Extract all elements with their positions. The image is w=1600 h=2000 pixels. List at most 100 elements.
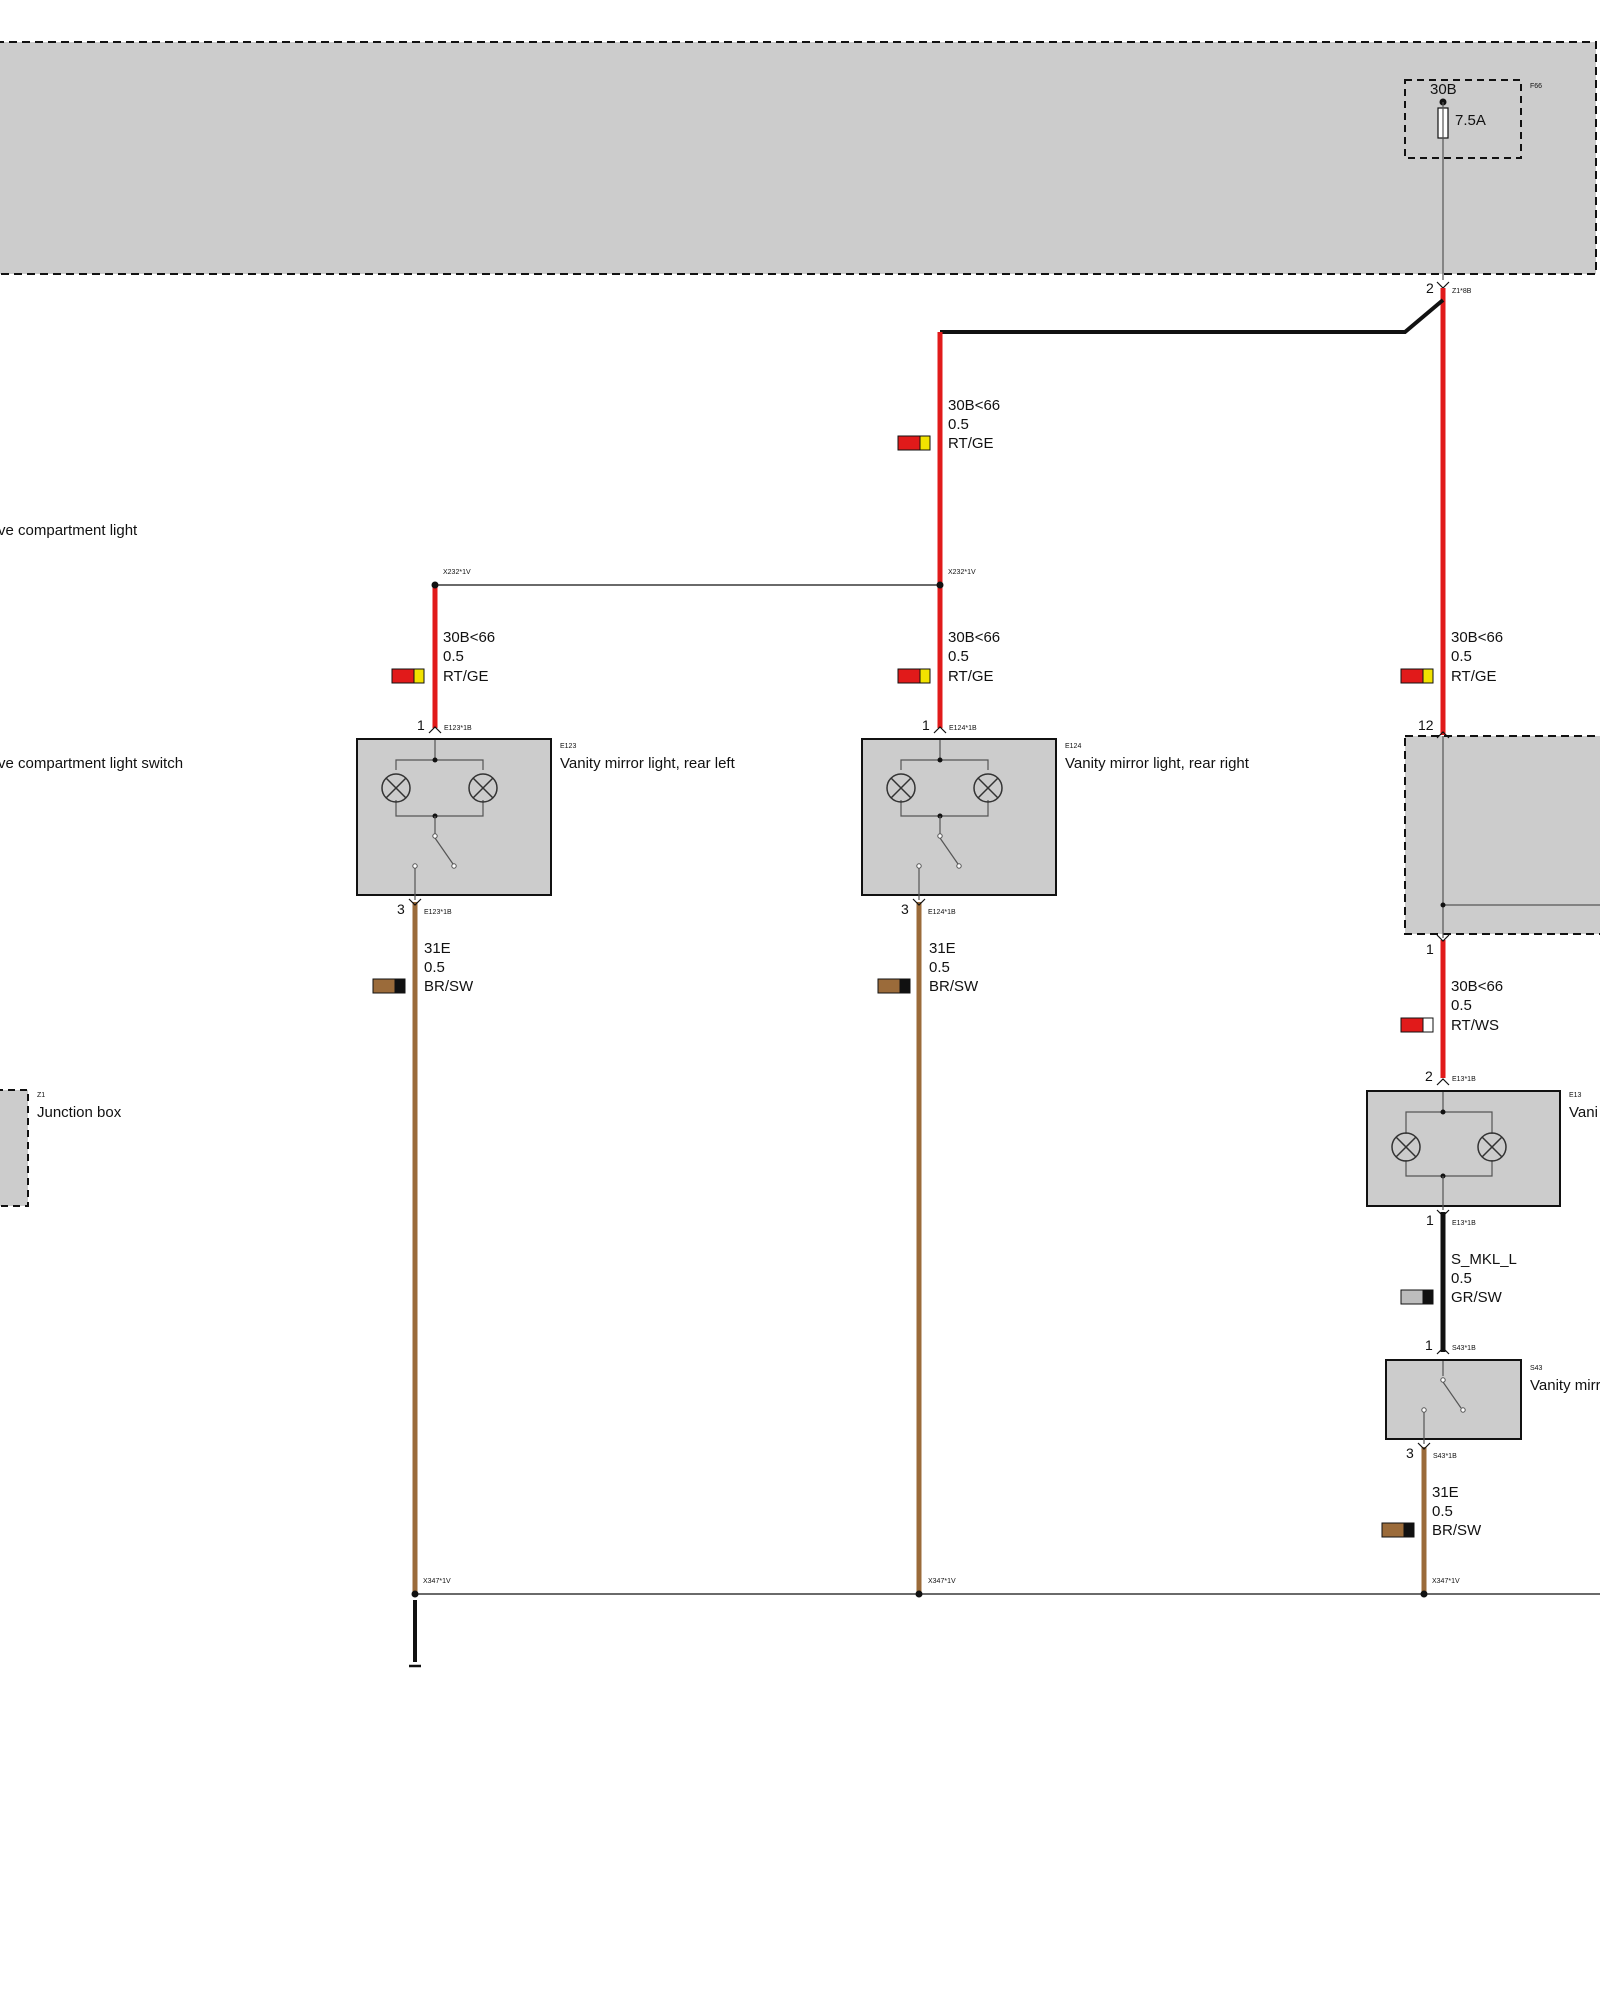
- lamp-icon: [381, 773, 411, 803]
- svg-text:BR/SW: BR/SW: [424, 978, 474, 995]
- svg-text:BR/SW: BR/SW: [929, 978, 979, 995]
- fuse-housing: [1404, 79, 1522, 159]
- svg-text:0.5: 0.5: [929, 959, 950, 976]
- s43-tag: S43: [1530, 1365, 1543, 1372]
- e124-name: Vanity mirror light, rear right: [1065, 755, 1250, 772]
- e13-conn-top: E13*1B: [1452, 1076, 1476, 1083]
- splice-bottom-b-label: X347*1V: [928, 1578, 956, 1585]
- e123-pin-top: 1: [417, 717, 425, 733]
- label-left-branch: 30B<66 0.5 RT/GE: [443, 629, 495, 685]
- svg-text:31E: 31E: [929, 940, 956, 957]
- svg-text:0.5: 0.5: [1451, 997, 1472, 1014]
- swatch-left-branch: [391, 668, 425, 684]
- svg-text:0.5: 0.5: [1451, 648, 1472, 665]
- e123-pin-bottom: 3: [397, 901, 405, 917]
- lamp-icon: [1391, 1132, 1421, 1162]
- svg-text:30B<66: 30B<66: [1451, 978, 1503, 995]
- svg-text:RT/GE: RT/GE: [443, 668, 489, 685]
- s43-pin-top: 1: [1425, 1337, 1433, 1353]
- e124-tag: E124: [1065, 743, 1081, 750]
- glove-switch-label: ve compartment light switch: [0, 755, 183, 772]
- e13-pin-top-chevron: [1436, 1078, 1450, 1086]
- label-right-ground: 31E 0.5 BR/SW: [929, 940, 979, 995]
- junction-box-housing: [0, 41, 1597, 275]
- jb-pin-chevron: [1436, 281, 1450, 289]
- svg-text:BR/SW: BR/SW: [1432, 1522, 1482, 1539]
- splice-dot-bottom-c: [1420, 1590, 1428, 1598]
- e124-pin-top: 1: [922, 717, 930, 733]
- right-module: [1404, 735, 1600, 938]
- splice-dot-top-left: [431, 581, 439, 589]
- s43-conn-top: S43*1B: [1452, 1345, 1476, 1352]
- e123-conn-top: E123*1B: [444, 725, 472, 732]
- label-feed: 30B<66 0.5 RT/GE: [948, 397, 1000, 452]
- e124-pin-bottom-chevron: [912, 898, 926, 906]
- e123-tag: E123: [560, 743, 576, 750]
- e123-pin-top-chevron: [428, 726, 442, 734]
- swatch-right-ground: [877, 978, 911, 994]
- swatch-right-branch: [897, 668, 931, 684]
- component-e124: [861, 738, 1057, 900]
- svg-text:0.5: 0.5: [443, 648, 464, 665]
- lamp-icon: [468, 773, 498, 803]
- swatch-switch-ground: [1381, 1522, 1415, 1538]
- e124-conn-top: E124*1B: [949, 725, 977, 732]
- svg-text:31E: 31E: [1432, 1484, 1459, 1501]
- e124-conn-bottom: E124*1B: [928, 909, 956, 916]
- e123-name: Vanity mirror light, rear left: [560, 755, 736, 772]
- label-far-right-upper: 30B<66 0.5 RT/GE: [1451, 629, 1503, 685]
- e13-conn-bottom: E13*1B: [1452, 1220, 1476, 1227]
- svg-text:0.5: 0.5: [948, 416, 969, 433]
- lamp-icon: [973, 773, 1003, 803]
- s43-name: Vanity mirr: [1530, 1377, 1600, 1394]
- fuse-terminal: 30B: [1430, 81, 1457, 98]
- jb-pin-number: 2: [1426, 280, 1434, 296]
- swatch-left-ground: [372, 978, 406, 994]
- label-switch-ground: 31E 0.5 BR/SW: [1432, 1484, 1482, 1539]
- e123-conn-bottom: E123*1B: [424, 909, 452, 916]
- swatch-feed: [897, 435, 931, 451]
- svg-text:0.5: 0.5: [1432, 1503, 1453, 1520]
- label-right-branch: 30B<66 0.5 RT/GE: [948, 629, 1000, 685]
- svg-text:31E: 31E: [424, 940, 451, 957]
- module-pin-bottom-chevron: [1436, 934, 1450, 942]
- svg-text:RT/GE: RT/GE: [948, 668, 994, 685]
- label-switch-signal: S_MKL_L 0.5 GR/SW: [1451, 1251, 1517, 1306]
- component-s43: [1385, 1359, 1522, 1444]
- junction-box-legend-box: [0, 1089, 29, 1207]
- s43-pin-top-chevron: [1436, 1347, 1450, 1355]
- svg-text:RT/GE: RT/GE: [948, 435, 994, 452]
- wire-black-jumper: [940, 298, 1445, 334]
- e124-pin-bottom: 3: [901, 901, 909, 917]
- splice-top-right-label: X232*1V: [948, 569, 976, 576]
- label-left-ground: 31E 0.5 BR/SW: [424, 940, 474, 995]
- svg-text:GR/SW: GR/SW: [1451, 1289, 1503, 1306]
- component-e123: [356, 738, 552, 900]
- svg-text:S_MKL_L: S_MKL_L: [1451, 1251, 1517, 1268]
- splice-dot-bottom-b: [915, 1590, 923, 1598]
- splice-dot-bottom-a: [411, 1590, 419, 1598]
- e13-name: Vani: [1569, 1104, 1598, 1121]
- swatch-far-right-lower: [1400, 1017, 1434, 1033]
- component-e13: [1366, 1090, 1561, 1210]
- splice-bottom-a-label: X347*1V: [423, 1578, 451, 1585]
- fuse-tag: F66: [1530, 83, 1542, 90]
- svg-text:RT/WS: RT/WS: [1451, 1017, 1499, 1034]
- splice-dot-top-right: [936, 581, 944, 589]
- lamp-icon: [1477, 1132, 1507, 1162]
- svg-text:0.5: 0.5: [948, 648, 969, 665]
- glove-light-label: ve compartment light: [0, 522, 138, 539]
- jb-connector: Z1*8B: [1452, 288, 1472, 295]
- module-pin-bottom: 1: [1426, 941, 1434, 957]
- svg-text:30B<66: 30B<66: [948, 629, 1000, 646]
- e13-pin-bottom: 1: [1426, 1212, 1434, 1228]
- module-pin-top-chevron: [1436, 731, 1450, 739]
- s43-conn-bottom: S43*1B: [1433, 1453, 1457, 1460]
- e13-pin-bottom-chevron: [1436, 1209, 1450, 1217]
- e13-tag: E13: [1569, 1092, 1582, 1099]
- label-far-right-lower: 30B<66 0.5 RT/WS: [1451, 978, 1503, 1034]
- swatch-far-right-upper: [1400, 668, 1434, 684]
- splice-bottom-c-label: X347*1V: [1432, 1578, 1460, 1585]
- e13-pin-top: 2: [1425, 1068, 1433, 1084]
